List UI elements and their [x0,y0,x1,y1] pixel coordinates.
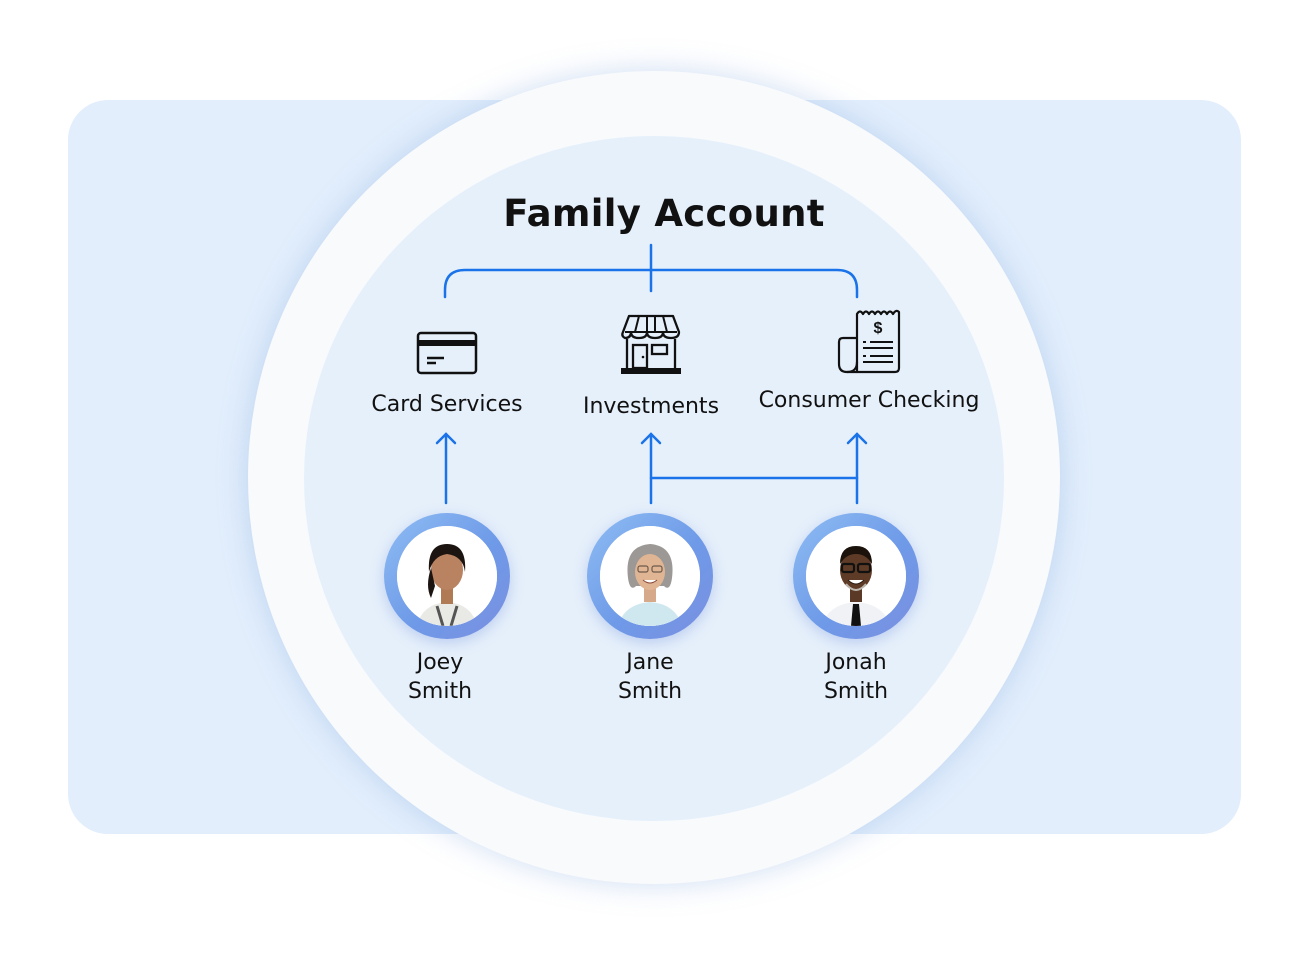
avatar-jonah [793,513,919,639]
last-name: Smith [407,679,473,704]
jane-photo [600,526,700,626]
svg-text:$: $ [874,320,883,337]
service-bracket-line [443,268,859,299]
avatar-joey [384,513,510,639]
first-name: Jonah [825,650,887,675]
last-name: Smith [617,679,683,704]
jonah-photo [806,526,906,626]
service-investments: Investments [551,312,751,419]
person-icon [397,526,497,626]
joey-photo [397,526,497,626]
person-icon [806,526,906,626]
diagram-title: Family Account [503,192,825,235]
jonah-arrow-head [846,432,868,445]
person-icon [600,526,700,626]
jane-arrow-head [640,432,662,445]
member-name-jonah: Jonah Smith [776,648,936,706]
joey-arrow-head [435,432,457,445]
service-label: Investments [582,394,720,419]
member-name-joey: Joey Smith [360,648,520,706]
receipt-dollar-icon: $ [837,309,901,374]
first-name: Joey [416,650,464,675]
service-card-services: Card Services [347,330,547,417]
service-consumer-checking: $ Consumer Checking [739,306,999,413]
credit-card-icon [416,331,478,375]
first-name: Jane [626,650,674,675]
avatar-jane [587,513,713,639]
service-label: Card Services [371,392,523,417]
member-name-jane: Jane Smith [570,648,730,706]
last-name: Smith [823,679,889,704]
service-label: Consumer Checking [758,388,980,413]
storefront-icon [621,314,681,374]
